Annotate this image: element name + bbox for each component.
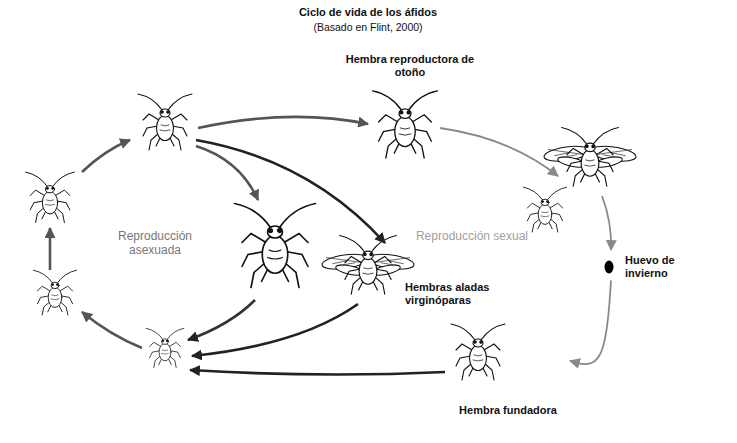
node-label: Hembra fundadora xyxy=(446,404,570,417)
nymph-figure xyxy=(146,328,184,367)
arrow xyxy=(82,140,130,172)
cycle-label: Reproducción sexual xyxy=(412,229,532,243)
sexual-female-figure xyxy=(523,187,566,232)
arrow xyxy=(196,140,385,243)
stage-label: Hembras aladas virginóparas xyxy=(405,281,500,307)
cycle-arrow xyxy=(570,280,611,364)
egg-node: Huevo de invierno xyxy=(603,254,688,280)
egg-symbol xyxy=(605,261,614,274)
arrow xyxy=(188,300,255,340)
egg-symbol xyxy=(603,259,615,275)
node-label: Hembra reproductora de otoño xyxy=(345,53,475,79)
arrow xyxy=(602,196,611,250)
aphid-figure xyxy=(235,204,316,288)
autumn-female-figure xyxy=(373,91,438,158)
cycle-arrows xyxy=(50,117,445,375)
arrow xyxy=(190,370,445,375)
arrow xyxy=(198,117,368,128)
aphid-figure xyxy=(138,94,192,150)
winged-female-figure xyxy=(321,235,415,294)
cycle-label: Reproducción asexuada xyxy=(95,229,215,258)
arrow xyxy=(49,228,52,270)
node-label: Hembras aladas virginóparas xyxy=(405,281,500,307)
source-note: (Basado en Flint, 2000) xyxy=(218,21,518,34)
diagram-title: Ciclo de vida de los áfidos xyxy=(218,6,518,19)
arrow xyxy=(196,146,258,200)
winged-male-figure xyxy=(543,127,637,186)
node-label: Huevo de invierno xyxy=(625,254,685,280)
stage-label: Hembra reproductora de otoño xyxy=(345,53,475,79)
founder-node: Hembra fundadora xyxy=(446,322,570,418)
arrow xyxy=(440,128,558,176)
arrow xyxy=(82,312,142,348)
aphid-figure xyxy=(26,172,75,222)
founder-figure xyxy=(451,324,505,380)
arrow xyxy=(192,304,358,356)
aphid-figure xyxy=(33,270,76,315)
